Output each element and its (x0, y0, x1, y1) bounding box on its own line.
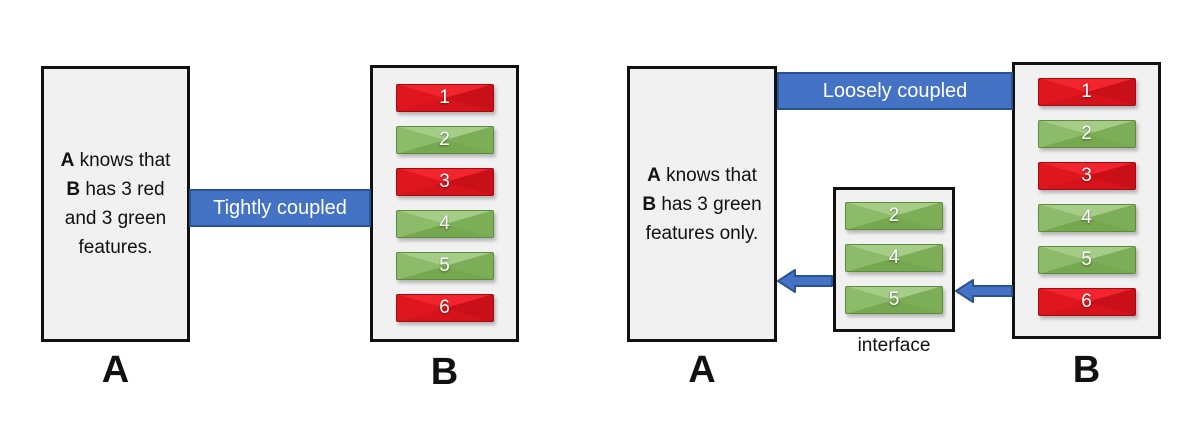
text-line: B has 3 green (642, 193, 762, 215)
interface-label: interface (857, 335, 931, 356)
right-box-b-label: B (1072, 349, 1101, 391)
feature-button-2-green: 2 (1037, 120, 1136, 148)
right-box-a: A knows that B has 3 green features only. (627, 66, 777, 342)
feature-button-2-green: 2 (395, 126, 494, 154)
left-box-a-label: A (101, 349, 130, 391)
right-box-b: 1 2 3 4 5 6 (1012, 62, 1161, 339)
feature-button-6-red: 6 (1037, 288, 1136, 316)
right-box-a-text: A knows that B has 3 green features only. (630, 161, 774, 248)
left-box-a-text: A knows that B has 3 red and 3 green featur… (44, 146, 187, 262)
feature-button-4-green: 4 (845, 244, 943, 272)
loosely-coupled-connector: Loosely coupled (777, 72, 1013, 110)
text-line: B has 3 red (66, 179, 165, 200)
text-line: features only. (645, 222, 759, 244)
feature-button-3-red: 3 (395, 168, 494, 196)
text-line: features. (78, 237, 153, 258)
feature-button-4-green: 4 (1037, 204, 1136, 232)
arrow-left-icon (777, 268, 833, 294)
interface-box: 2 4 5 (833, 187, 955, 332)
feature-button-1-red: 1 (395, 84, 494, 112)
left-box-b-label: B (430, 351, 459, 393)
feature-button-1-red: 1 (1037, 78, 1136, 106)
text-line: A knows that (60, 150, 171, 171)
feature-button-6-red: 6 (395, 294, 494, 322)
feature-button-3-red: 3 (1037, 162, 1136, 190)
feature-button-5-green: 5 (845, 286, 943, 314)
feature-button-5-green: 5 (1037, 246, 1136, 274)
feature-button-5-green: 5 (395, 252, 494, 280)
tightly-coupled-connector: Tightly coupled (189, 189, 371, 227)
arrow-left-icon (955, 278, 1013, 304)
text-line: and 3 green (64, 208, 167, 229)
feature-button-4-green: 4 (395, 210, 494, 238)
feature-button-2-green: 2 (845, 202, 943, 230)
left-box-a: A knows that B has 3 red and 3 green featur… (41, 66, 190, 342)
text-line: A knows that (647, 164, 757, 186)
right-box-a-label: A (688, 349, 716, 391)
left-box-b: 1 2 3 4 5 6 (370, 65, 519, 342)
